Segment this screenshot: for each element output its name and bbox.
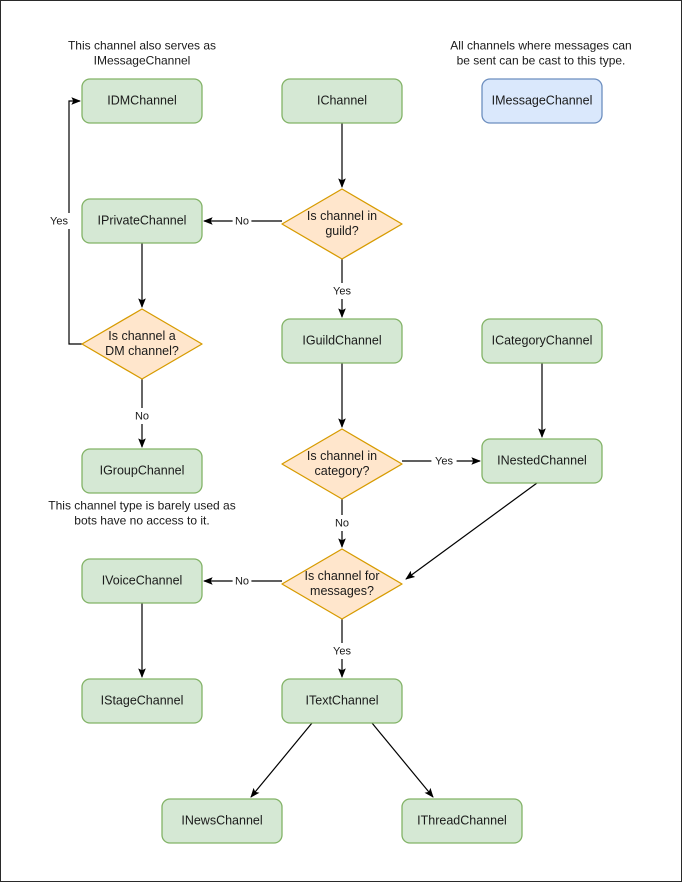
edge-label-backdrop: [232, 213, 252, 229]
edge-label: Yes: [333, 285, 351, 297]
node-shape-diamond[interactable]: [281, 548, 403, 620]
edge-e-nested-message: [405, 482, 538, 580]
edge-e-text-news: [250, 722, 313, 798]
node-label: IPrivateChannel: [98, 213, 187, 227]
node-label: guild?: [325, 224, 358, 238]
node-imessagechannel[interactable]: IMessageChannel: [481, 78, 603, 124]
node-ithreadchannel[interactable]: IThreadChannel: [401, 798, 523, 844]
node-shape-box[interactable]: [281, 78, 403, 124]
node-shape-box[interactable]: [81, 448, 203, 494]
node-label: Is channel for: [304, 569, 379, 583]
edge-label-backdrop: [132, 408, 152, 424]
node-label: messages?: [310, 584, 374, 598]
node-shape-box[interactable]: [401, 798, 523, 844]
edge-e-guild-private: No: [203, 213, 282, 229]
edge-e-message-voice: No: [203, 573, 282, 589]
node-igroupchannel[interactable]: IGroupChannel: [81, 448, 203, 494]
edge-e-dm-group: No: [132, 379, 152, 448]
node-iguildchannel[interactable]: IGuildChannel: [281, 318, 403, 364]
node-shape-box[interactable]: [161, 798, 283, 844]
note-line: IMessageChannel: [94, 54, 191, 68]
edge-e-category-nested: Yes: [402, 453, 481, 469]
node-itextchannel[interactable]: ITextChannel: [281, 678, 403, 724]
edge-e-dm-idmchannel: Yes: [46, 97, 82, 345]
node-shape-box[interactable]: [81, 678, 203, 724]
edge-line: [405, 482, 538, 580]
edge-e-text-thread: [371, 722, 434, 798]
edge-label: No: [235, 215, 249, 227]
node-istagechannel[interactable]: IStageChannel: [81, 678, 203, 724]
node-iprivatechannel[interactable]: IPrivateChannel: [81, 198, 203, 244]
node-shape-box[interactable]: [481, 318, 603, 364]
node-shape-box[interactable]: [481, 78, 603, 124]
node-shape-diamond[interactable]: [81, 308, 203, 380]
edge-label-backdrop: [46, 213, 72, 229]
node-label: IGroupChannel: [100, 463, 185, 477]
node-shape-diamond[interactable]: [281, 188, 403, 260]
edge-label: No: [335, 517, 349, 529]
edge-line: [250, 722, 313, 798]
node-shape-diamond[interactable]: [281, 428, 403, 500]
edge-e-guild-guildchannel: Yes: [329, 259, 355, 318]
node-label: IStageChannel: [101, 693, 184, 707]
node-shape-box[interactable]: [281, 318, 403, 364]
node-icategorychannel[interactable]: ICategoryChannel: [481, 318, 603, 364]
node-shape-box[interactable]: [281, 678, 403, 724]
node-label: IVoiceChannel: [102, 573, 183, 587]
node-label: IThreadChannel: [417, 813, 507, 827]
node-ivoicechannel[interactable]: IVoiceChannel: [81, 558, 203, 604]
edge-label: No: [135, 410, 149, 422]
edge-label: No: [235, 575, 249, 587]
edge-label-backdrop: [332, 515, 352, 531]
edge-label-backdrop: [431, 453, 457, 469]
edge-e-message-text: Yes: [329, 619, 355, 678]
node-ichannel[interactable]: IChannel: [281, 78, 403, 124]
node-label: IDMChannel: [107, 93, 176, 107]
node-label: INestedChannel: [497, 453, 587, 467]
note-note-dm: This channel also serves asIMessageChann…: [68, 39, 216, 68]
node-inestedchannel[interactable]: INestedChannel: [481, 438, 603, 484]
node-dm-decision[interactable]: Is channel aDM channel?: [81, 308, 203, 380]
note-line: This channel also serves as: [68, 39, 216, 53]
node-label: IChannel: [317, 93, 367, 107]
edge-e-category-message: No: [332, 499, 352, 548]
node-shape-box[interactable]: [81, 198, 203, 244]
node-label: Is channel a: [108, 329, 175, 343]
node-label: ICategoryChannel: [492, 333, 593, 347]
edge-line: [371, 722, 434, 798]
edge-label: Yes: [333, 645, 351, 657]
node-label: DM channel?: [105, 344, 179, 358]
edge-label-backdrop: [232, 573, 252, 589]
note-line: bots have no access to it.: [74, 514, 209, 528]
edge-label-backdrop: [329, 643, 355, 659]
node-label: IGuildChannel: [302, 333, 381, 347]
nodes-layer: IDMChannel IChannel IMessageChannelIPrivat…: [81, 78, 603, 844]
node-label: IMessageChannel: [492, 93, 593, 107]
note-line: This channel type is barely used as: [48, 499, 235, 513]
node-shape-box[interactable]: [481, 438, 603, 484]
notes-layer: This channel also serves asIMessageChann…: [48, 39, 631, 528]
node-label: INewsChannel: [181, 813, 262, 827]
node-shape-box[interactable]: [81, 78, 203, 124]
edge-label: Yes: [435, 455, 453, 467]
node-label: Is channel in: [307, 209, 377, 223]
node-inewschannel[interactable]: INewsChannel: [161, 798, 283, 844]
node-shape-box[interactable]: [81, 558, 203, 604]
note-line: be sent can be cast to this type.: [457, 54, 626, 68]
note-line: All channels where messages can: [450, 39, 631, 53]
node-idmchannel[interactable]: IDMChannel: [81, 78, 203, 124]
edge-label: Yes: [50, 215, 68, 227]
node-label: category?: [315, 464, 370, 478]
node-label: Is channel in: [307, 449, 377, 463]
note-note-group: This channel type is barely used asbots …: [48, 499, 235, 528]
edge-label-backdrop: [329, 283, 355, 299]
node-label: ITextChannel: [306, 693, 379, 707]
